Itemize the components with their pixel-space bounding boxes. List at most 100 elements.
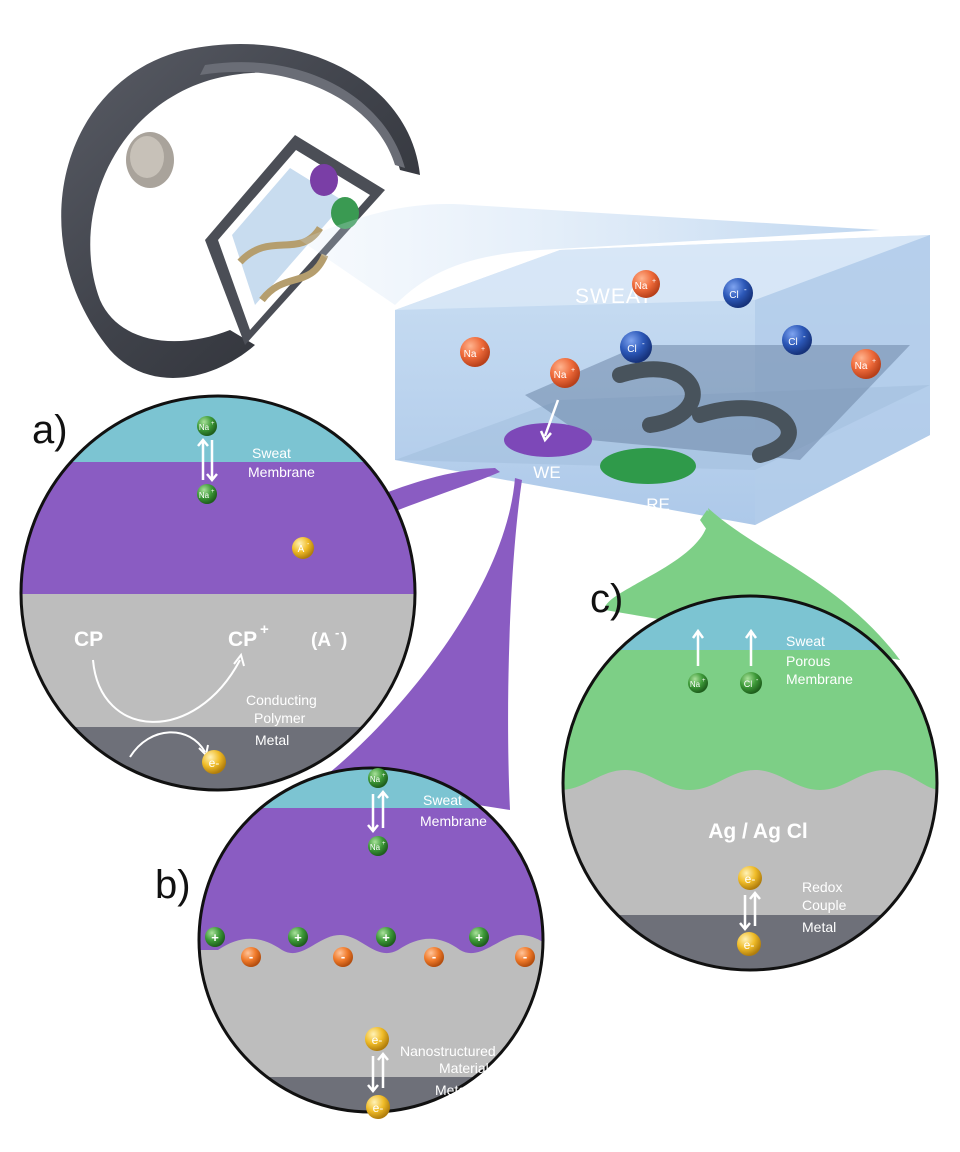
svg-text:+: + — [382, 930, 390, 945]
svg-text:Na: Na — [690, 680, 701, 689]
inset-a-membrane-label: Membrane — [248, 464, 315, 480]
we-arrow — [543, 399, 560, 437]
inset-b-electron-bottom: e- — [366, 1095, 390, 1119]
inset-a-cp-plus-sup: + — [260, 621, 269, 638]
re-electrode — [600, 448, 696, 484]
inset-a-anion-paren-sup: - — [335, 625, 339, 640]
svg-text:Na: Na — [635, 281, 648, 292]
svg-text:+: + — [211, 930, 219, 945]
sweat-title: SWEAT — [575, 285, 653, 308]
svg-text:-: - — [523, 949, 527, 964]
inset-b-plus-4: + — [469, 927, 489, 947]
inset-b-electron-heads — [367, 1052, 389, 1093]
inset-a-cp-plus-label: CP — [228, 628, 257, 651]
inset-a-sweat-label: Sweat — [252, 445, 291, 461]
svg-text:-: - — [756, 677, 759, 684]
svg-text:Cl: Cl — [744, 679, 753, 689]
svg-text:+: + — [294, 930, 302, 945]
we-label: WE — [533, 463, 560, 482]
inset-c-cl-ion: Cl- — [740, 672, 762, 694]
sweat-box: SWEAT WE RE Na+ Na+ Na+ Na+ Cl- Cl- Cl- — [395, 235, 930, 525]
inset-c-agcl-layer — [563, 770, 937, 915]
svg-text:A: A — [298, 544, 305, 555]
inset-a-polymer-layer — [21, 594, 415, 727]
svg-text:+: + — [211, 489, 215, 495]
box-ion-na-4: Na + — [851, 349, 881, 379]
electrode-traces — [612, 361, 797, 463]
inset-b-minus-2: - — [333, 947, 353, 967]
svg-text:-: - — [803, 332, 806, 341]
inset-a-polymer-label: Polymer — [254, 710, 306, 726]
svg-text:e-: e- — [209, 756, 220, 770]
svg-text:-: - — [341, 949, 345, 964]
svg-text:+: + — [872, 358, 876, 365]
inset-b-plus-2: + — [288, 927, 308, 947]
svg-text:e-: e- — [372, 1033, 383, 1047]
inset-b-arrow-heads — [367, 790, 389, 833]
inset-c-up-arrows — [696, 632, 753, 666]
inset-a-electron-curve — [129, 731, 206, 758]
band-button-top — [130, 136, 164, 178]
svg-text:+: + — [211, 421, 215, 427]
inset-b-minus-3: - — [424, 947, 444, 967]
inset-a-arrow-heads — [197, 438, 218, 482]
inset-a-anion: A- — [292, 537, 314, 559]
svg-text:+: + — [702, 678, 706, 684]
svg-text:Cl: Cl — [627, 344, 636, 355]
inset-a-oxidation-curve — [92, 659, 241, 723]
inset-c-arrow-heads — [691, 628, 758, 639]
box-ion-na-2: Na + — [460, 337, 490, 367]
box-ion-na-3: Na+ — [550, 358, 580, 388]
inset-c-ring — [561, 594, 939, 972]
svg-text:+: + — [382, 841, 386, 847]
inset-b-plus-3: + — [376, 927, 396, 947]
svg-text:Na: Na — [855, 361, 868, 372]
inset-b-electron-top: e- — [365, 1027, 389, 1051]
inset-c-sweat-label: Sweat — [786, 633, 825, 649]
band-highlight — [200, 62, 405, 168]
panel-letter-a: a) — [32, 408, 68, 452]
we-arrow-head — [539, 430, 552, 443]
inset-c-membrane-label: Membrane — [786, 671, 853, 687]
panel-letter-b: b) — [155, 863, 191, 907]
svg-text:Cl: Cl — [729, 290, 738, 301]
inset-a-exchange-arrows — [201, 440, 214, 480]
inset-c-agcl-label: Ag / Ag Cl — [708, 820, 808, 843]
inset-c-couple-label: Couple — [802, 897, 847, 913]
inset-a-cp-label: CP — [74, 628, 103, 651]
panel-letter-c: c) — [590, 577, 623, 621]
inset-a-anion-paren-close: ) — [341, 630, 347, 651]
svg-text:e-: e- — [745, 872, 756, 886]
sensor-patch — [232, 168, 345, 305]
re-label: RE — [646, 495, 670, 514]
inset-b-membrane-label: Membrane — [420, 813, 487, 829]
svg-text:+: + — [382, 773, 386, 779]
inset-c-porous-label: Porous — [786, 653, 830, 669]
inset-b-ion-bottom: Na+ — [368, 836, 388, 856]
svg-text:Na: Na — [199, 423, 210, 432]
svg-text:-: - — [249, 949, 253, 964]
inset-b-minus-4: - — [515, 947, 535, 967]
box-ion-na-1: Na+ — [632, 270, 660, 298]
box-ion-cl-1: Cl- — [723, 278, 753, 308]
inset-c-redox-label: Redox — [802, 879, 842, 895]
svg-text:-: - — [432, 949, 436, 964]
svg-text:+: + — [481, 346, 485, 353]
inset-a-conducting-label: Conducting — [246, 692, 317, 708]
inset-b-ion-top: Na+ — [368, 768, 388, 788]
zoom-beam — [300, 204, 880, 305]
sensor-we-dot — [310, 164, 338, 196]
inset-a-anion-paren-open: (A — [311, 630, 331, 651]
inset-b-purple-layer — [199, 808, 543, 956]
svg-text:Na: Na — [464, 349, 477, 360]
svg-text:-: - — [744, 285, 747, 294]
svg-text:e-: e- — [373, 1101, 384, 1115]
inset-b-plus-1: + — [205, 927, 225, 947]
wedge-b — [320, 478, 522, 810]
svg-text:Na: Na — [370, 775, 381, 784]
inset-b-nanostructured-layer — [199, 935, 543, 1077]
inset-c-electron-top: e- — [738, 866, 762, 890]
inset-b-exchange-arrows — [371, 792, 385, 830]
box-ion-cl-3: Cl- — [782, 325, 812, 355]
svg-text:Cl: Cl — [788, 337, 797, 348]
